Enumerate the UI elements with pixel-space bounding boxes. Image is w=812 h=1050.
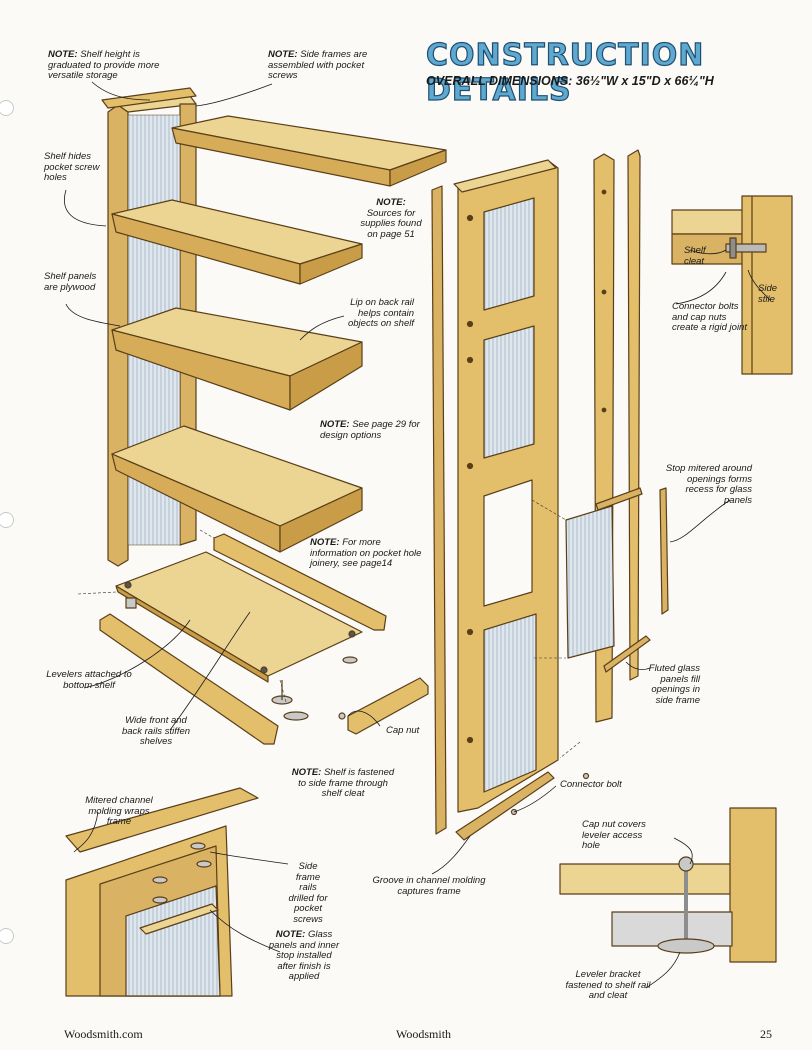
bookcase-assembly: [77, 87, 447, 745]
note-pocket-hole: NOTE: For more information on pocket hol…: [310, 537, 422, 569]
callout-lip: Lip on back rail helps contain objects o…: [347, 297, 414, 329]
footer-website: Woodsmith.com: [64, 1027, 143, 1041]
note-shelf-height: NOTE: Shelf height is graduated to provi…: [48, 49, 160, 81]
callout-levelers: Levelers attached to bottom shelf: [46, 669, 132, 691]
shelf-4: [111, 425, 363, 553]
side-frame: [431, 149, 669, 841]
dimensions-value: 36½"W x 15"D x 66¼"H: [575, 74, 714, 88]
shelf-3: [111, 307, 363, 411]
leveler-feet: [125, 597, 358, 721]
callout-connector-bolts: Connector bolts and cap nuts create a ri…: [672, 301, 747, 333]
detail-leveler: [559, 807, 792, 963]
callout-shelf-hides: Shelf hides pocket screw holes: [44, 151, 100, 183]
page-number: 25: [760, 1027, 772, 1041]
shelf-2: [111, 199, 363, 285]
detail-mitered-molding: [65, 787, 259, 997]
callout-fluted-glass: Fluted glass panels fill openings in sid…: [648, 663, 700, 706]
bottom-shelf: [115, 551, 363, 683]
callout-cap-nut: Cap nut: [386, 725, 420, 736]
callout-shelf-panels: Shelf panels are plywood: [44, 271, 97, 293]
callout-side-rails: Side frame rails drilled for pocket scre…: [288, 861, 328, 925]
page-title: CONSTRUCTION DETAILS: [425, 37, 705, 108]
note-glass-panels: NOTE: Glass panels and inner stop instal…: [268, 929, 340, 982]
note-supplies: NOTE: Sources for supplies found on page…: [360, 197, 422, 240]
detail-shelf-cleat: [671, 195, 793, 375]
callout-leveler-bracket: Leveler bracket fastened to shelf rail a…: [565, 969, 651, 1001]
callout-connector-bolt: Connector bolt: [560, 779, 622, 790]
callout-groove: Groove in channel molding captures frame: [372, 875, 486, 897]
callout-side-stile: Side stile: [758, 283, 778, 305]
dimensions-label: OVERALL DIMENSIONS:: [426, 74, 573, 88]
overall-dimensions: OVERALL DIMENSIONS: 36½"W x 15"D x 66¼"H: [426, 74, 714, 88]
footer-magazine: Woodsmith: [396, 1027, 452, 1041]
shelf-1: [171, 115, 447, 187]
binder-hole-top: [0, 100, 14, 116]
note-side-frames: NOTE: Side frames are assembled with poc…: [268, 49, 368, 81]
note-shelf-fastened: NOTE: Shelf is fastened to side frame th…: [291, 767, 395, 799]
callout-shelf-cleat: Shelf cleat: [684, 245, 706, 267]
callout-mitered-channel: Mitered channel molding wraps frame: [85, 795, 153, 827]
binder-hole-middle: [0, 512, 14, 528]
note-design: NOTE: See page 29 for design options: [320, 419, 420, 441]
binder-hole-bottom: [0, 928, 14, 944]
callout-stop-mitered: Stop mitered around openings forms reces…: [665, 463, 752, 506]
callout-wide-rails: Wide front and back rails stiffen shelve…: [121, 715, 191, 747]
callout-cap-nut-covers: Cap nut covers leveler access hole: [582, 819, 646, 851]
